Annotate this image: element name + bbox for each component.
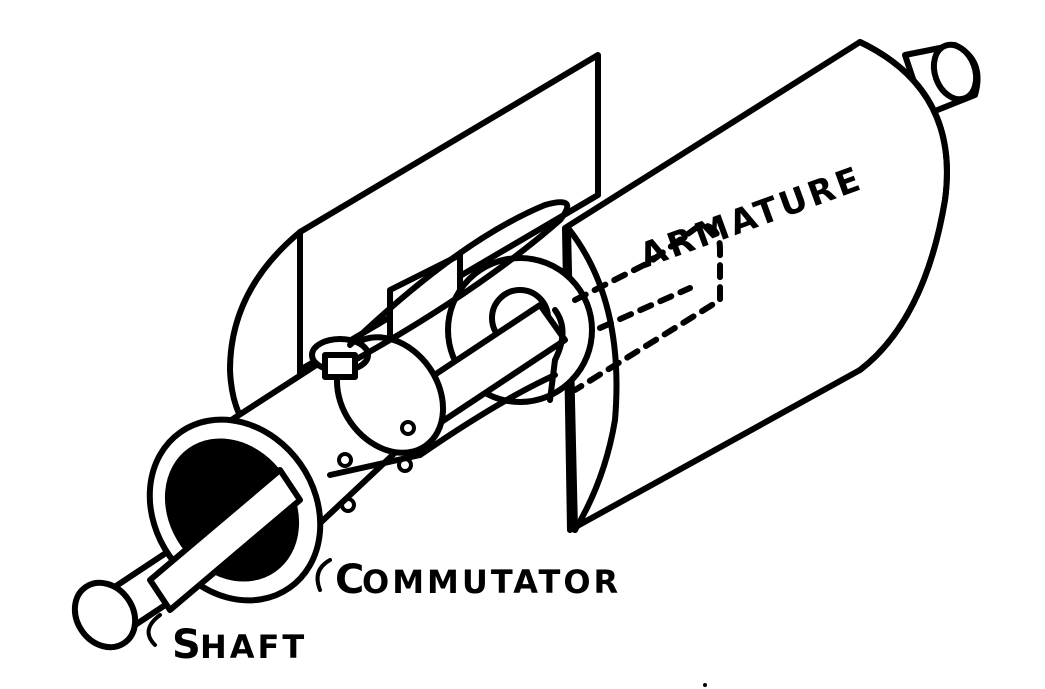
- commutator-label: C OMMUTATOR: [315, 557, 621, 603]
- armature-pole-left: [227, 52, 601, 443]
- wire-leads: [347, 199, 571, 458]
- commutator-label-initial: C: [335, 557, 364, 603]
- shaft-label: S HAFT: [146, 613, 307, 668]
- commutator: [146, 334, 447, 613]
- armature-pole-right: [562, 39, 950, 533]
- shaft-label-rest: HAFT: [200, 628, 307, 666]
- shaft-label-initial: S: [172, 622, 201, 668]
- stray-dot: [703, 683, 707, 687]
- armature-winding: [572, 221, 723, 393]
- commutator-label-rest: OMMUTATOR: [362, 563, 621, 601]
